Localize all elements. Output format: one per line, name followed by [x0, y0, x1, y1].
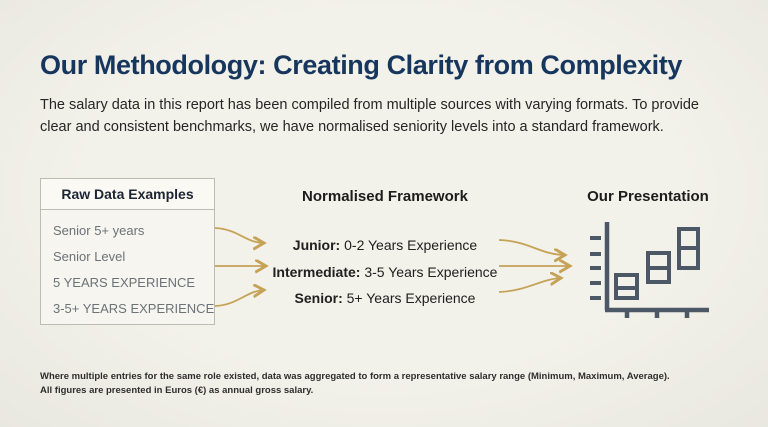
footnote-line: All figures are presented in Euros (€) a… — [40, 385, 314, 396]
flow-arrows-left-icon — [214, 221, 278, 315]
list-item: Senior Level — [53, 249, 126, 264]
list-item: 3-5+ YEARS EXPERIENCE — [53, 301, 215, 316]
framework-row-text: 0-2 Years Experience — [340, 237, 478, 253]
raw-data-examples-box: Raw Data Examples Senior 5+ years Senior… — [40, 178, 215, 325]
raw-data-box-heading: Raw Data Examples — [41, 179, 214, 210]
framework-row: Junior: 0-2 Years Experience — [260, 232, 510, 259]
intro-paragraph: The salary data in this report has been … — [40, 96, 699, 135]
presentation-heading: Our Presentation — [587, 188, 709, 205]
normalised-framework-column: Normalised Framework Junior: 0-2 Years E… — [260, 188, 510, 312]
framework-row-label: Junior: — [292, 237, 341, 253]
framework-row-text: 3-5 Years Experience — [360, 263, 498, 280]
our-presentation-column: Our Presentation — [573, 188, 723, 205]
framework-row-text: 5+ Years Experience — [342, 290, 476, 306]
framework-row: Senior: 5+ Years Experience — [260, 285, 510, 312]
framework-heading: Normalised Framework — [302, 188, 468, 205]
list-item: Senior 5+ years — [53, 223, 145, 238]
box-plot-chart-icon — [588, 220, 713, 320]
framework-row-label: Senior: — [294, 290, 343, 306]
footnote-line: Where multiple entries for the same role… — [40, 371, 670, 382]
list-item: 5 YEARS EXPERIENCE — [53, 275, 196, 290]
framework-rows: Junior: 0-2 Years Experience Intermediat… — [260, 232, 510, 312]
footnotes: Where multiple entries for the same role… — [40, 370, 740, 398]
page-title: Our Methodology: Creating Clarity from C… — [40, 50, 682, 81]
framework-row: Intermediate: 3-5 Years Experience — [260, 259, 510, 286]
flow-arrows-right-icon — [497, 233, 577, 299]
framework-row-label: Intermediate: — [272, 263, 361, 280]
raw-data-list: Senior 5+ years Senior Level 5 YEARS EXP… — [41, 210, 214, 322]
